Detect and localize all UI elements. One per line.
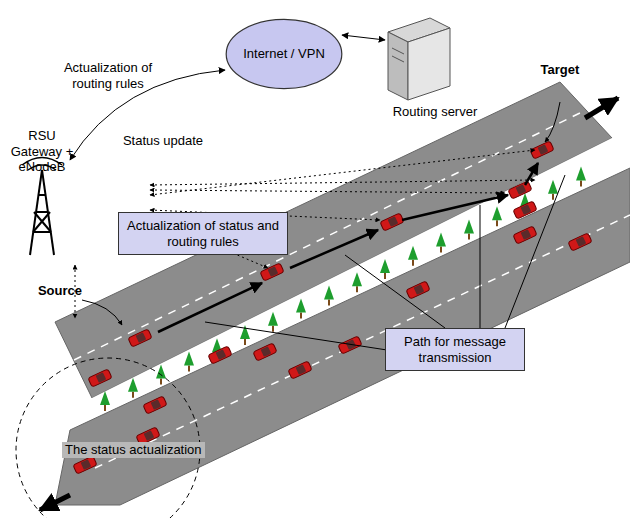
target-pointer (545, 102, 560, 142)
road (55, 168, 630, 505)
tree (296, 299, 306, 319)
tree (436, 233, 446, 253)
leader-lines (205, 175, 565, 352)
flow-label: Actualization of routing rules (62, 60, 154, 91)
tree (128, 378, 138, 398)
range-circle (16, 358, 200, 518)
source-pointer (82, 300, 122, 325)
car (406, 281, 430, 299)
car (208, 346, 232, 364)
car (260, 263, 284, 281)
car (380, 213, 404, 231)
car (288, 361, 312, 379)
car (513, 201, 537, 219)
tree (100, 391, 110, 411)
note-box: Path for message transmission (385, 328, 525, 371)
tree (324, 285, 334, 305)
tree (184, 351, 194, 371)
car (73, 456, 97, 474)
link-arrow (342, 35, 385, 40)
tree (464, 219, 474, 239)
device-label: Routing server (385, 104, 485, 120)
network-cloud: Internet / VPN (225, 18, 343, 90)
direction-arrow (585, 98, 618, 118)
flow-label: Status update (118, 133, 208, 149)
tree (380, 259, 390, 279)
direction-arrow (40, 495, 70, 510)
car (568, 233, 592, 251)
car (128, 329, 152, 347)
tree (352, 272, 362, 292)
tree (492, 206, 502, 226)
node-text: Internet / VPN (243, 46, 325, 62)
car (513, 226, 537, 244)
car (143, 396, 167, 414)
node-text: Path for message transmission (394, 334, 516, 365)
server-icon (388, 18, 450, 100)
tree (576, 167, 586, 187)
tree (408, 246, 418, 266)
device-label: RSU Gateway + eNodeB (2, 128, 82, 175)
endpoint-label: Target (530, 62, 590, 78)
endpoint-label: Source (30, 283, 90, 299)
node-text: Actualization of status and routing rule… (127, 218, 279, 249)
car (508, 181, 532, 199)
note-box: Actualization of status and routing rule… (118, 212, 288, 255)
car (338, 336, 362, 354)
car (253, 343, 277, 361)
tree (268, 312, 278, 332)
status-arrows (75, 150, 535, 318)
range-label: The status actualization (62, 442, 205, 458)
car (88, 369, 112, 387)
